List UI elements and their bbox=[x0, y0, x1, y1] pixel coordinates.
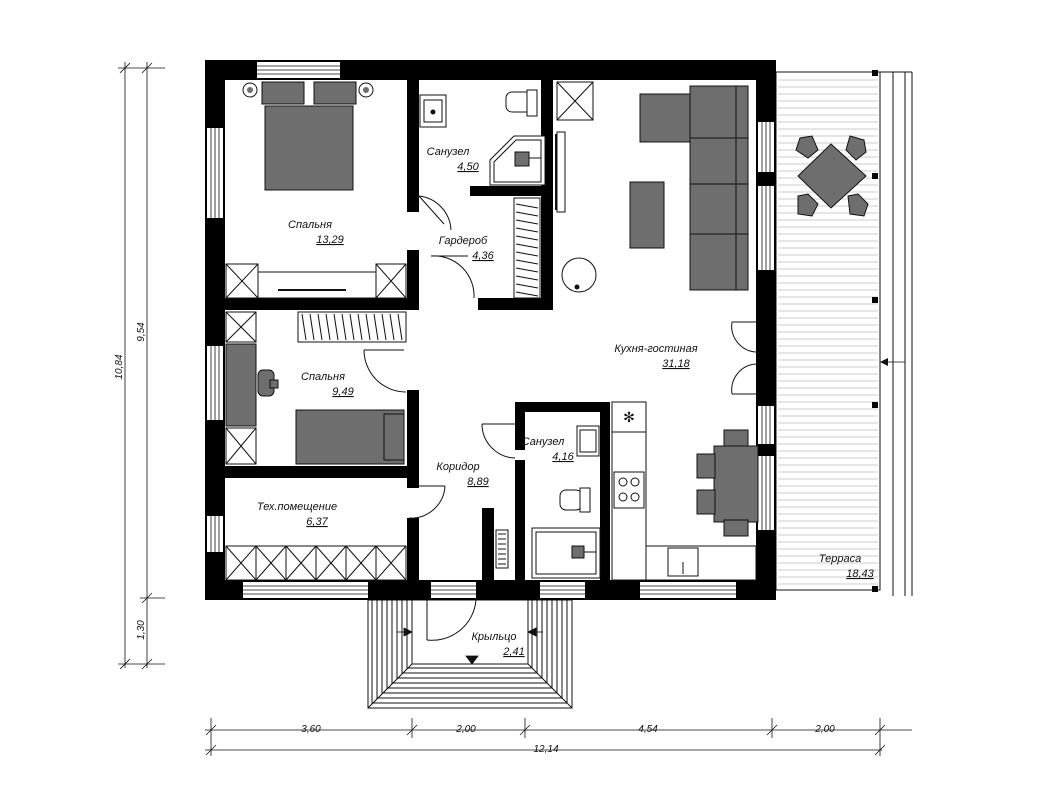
doors bbox=[363, 195, 757, 641]
hanger-rail-icon bbox=[513, 197, 541, 299]
bedroom-2-furniture bbox=[225, 311, 407, 465]
room-name-2: Гардероб bbox=[439, 235, 488, 247]
dimension-lines bbox=[118, 62, 912, 756]
room-name-5: Санузел bbox=[522, 436, 565, 448]
porch bbox=[367, 599, 573, 709]
terrace-table-icon bbox=[795, 135, 869, 217]
room-name-6: Коридор bbox=[436, 461, 479, 473]
room-name-1: Санузел bbox=[427, 146, 470, 158]
dining-table-icon bbox=[696, 429, 759, 537]
room-name-3: Кухня-гостиная bbox=[614, 343, 697, 355]
windows bbox=[207, 62, 774, 598]
room-name-7: Тех.помещение bbox=[257, 501, 337, 513]
room-area-0: 13,29 bbox=[316, 234, 344, 246]
kitchen-fixtures: ✻ bbox=[611, 401, 757, 581]
dimension-labels: 3,60 2,00 4,54 2,00 12,14 10,84 9,54 1,3… bbox=[114, 322, 835, 755]
bathroom-2-fixtures bbox=[531, 425, 601, 579]
dim-label-1: 3,60 bbox=[301, 724, 321, 735]
room-area-6: 8,89 bbox=[467, 476, 488, 488]
bed-icon bbox=[242, 81, 374, 191]
radiator-icon bbox=[495, 529, 509, 569]
dim-label-2: 2,00 bbox=[455, 724, 476, 735]
dim-label-vertical-porch: 1,30 bbox=[136, 620, 147, 640]
room-area-5: 4,16 bbox=[552, 451, 574, 463]
room-area-8: 18,43 bbox=[846, 568, 874, 580]
room-area-3: 31,18 bbox=[662, 358, 690, 370]
room-labels: Спальня13,29Санузел4,50Гардероб4,36Кухня… bbox=[257, 146, 875, 658]
dim-label-4: 2,00 bbox=[814, 724, 835, 735]
wardrobe-unit-icon bbox=[225, 263, 407, 299]
dim-label-total: 12,14 bbox=[533, 744, 558, 755]
room-name-0: Спальня bbox=[288, 219, 332, 231]
living-area-furniture bbox=[555, 81, 749, 293]
dim-label-vertical-main: 9,54 bbox=[136, 322, 147, 342]
tech-room-storage bbox=[225, 545, 407, 581]
room-name-9: Крыльцо bbox=[471, 631, 516, 643]
dim-label-3: 4,54 bbox=[638, 724, 658, 735]
room-name-8: Терраса bbox=[819, 553, 861, 565]
room-area-9: 2,41 bbox=[502, 646, 524, 658]
svg-text:✻: ✻ bbox=[623, 409, 635, 425]
room-area-4: 9,49 bbox=[332, 386, 353, 398]
furniture: ✻ bbox=[225, 81, 869, 581]
room-area-7: 6,37 bbox=[306, 516, 328, 528]
room-area-2: 4,36 bbox=[472, 250, 494, 262]
room-area-1: 4,50 bbox=[457, 161, 479, 173]
room-name-4: Спальня bbox=[301, 371, 345, 383]
dim-label-vertical-total: 10,84 bbox=[114, 354, 125, 379]
bathroom-1-fixtures bbox=[419, 89, 546, 186]
